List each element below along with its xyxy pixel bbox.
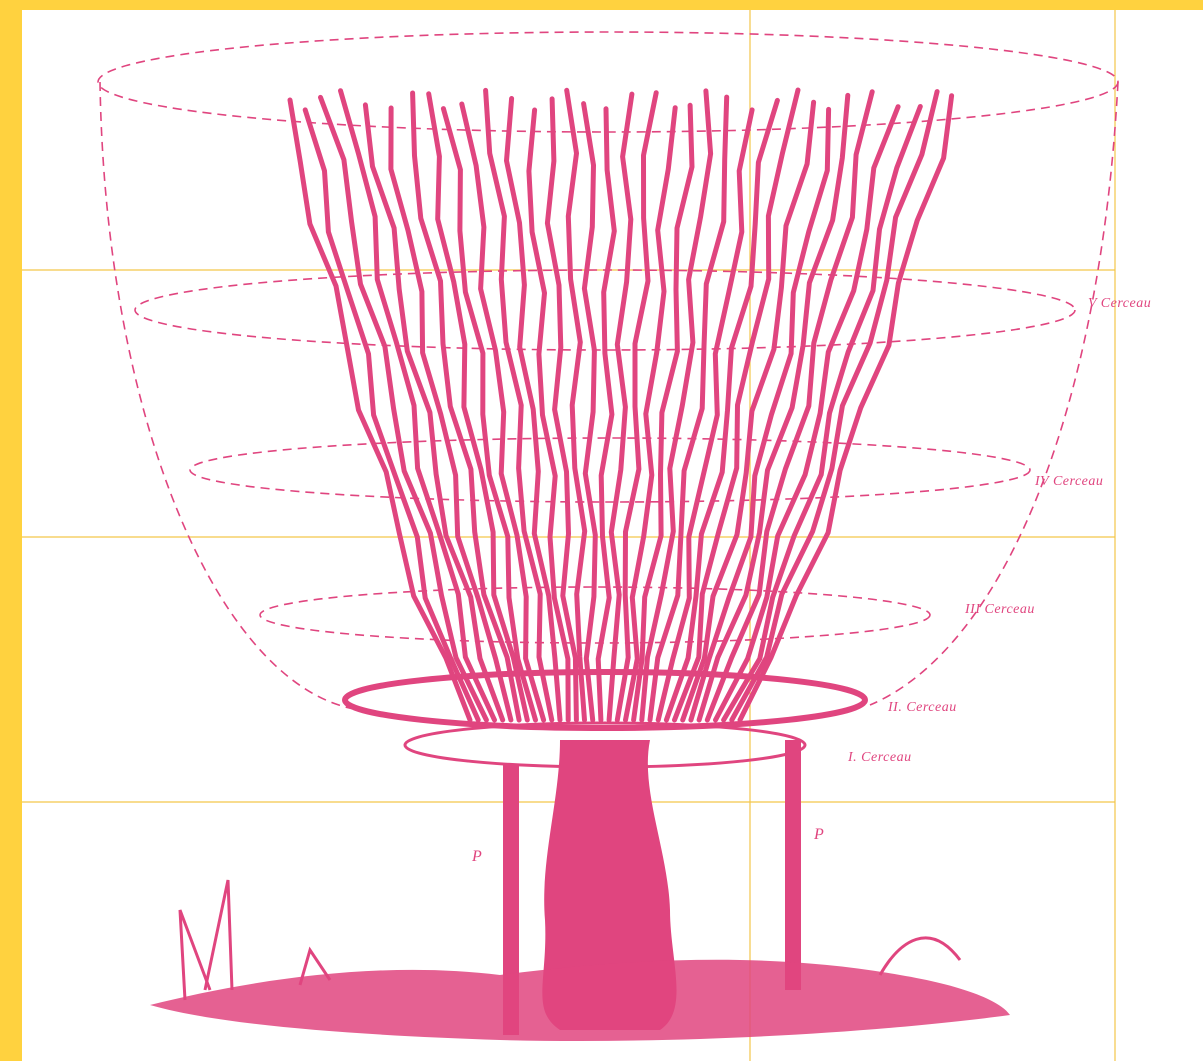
cerceau-2-label: II. Cerceau [888, 700, 957, 716]
cerceau-3-label: III Cerceau [965, 602, 1035, 618]
branch [584, 104, 596, 720]
branch [598, 109, 614, 720]
cerceau-1-label: I. Cerceau [848, 750, 912, 766]
tree-branches [290, 90, 952, 720]
cerceau-5-label: V Cerceau [1088, 296, 1151, 312]
branch [732, 92, 937, 720]
post-left-label: P [472, 848, 482, 866]
post-right-label: P [814, 826, 824, 844]
cerceau-4-label: IV Cerceau [1035, 474, 1103, 490]
